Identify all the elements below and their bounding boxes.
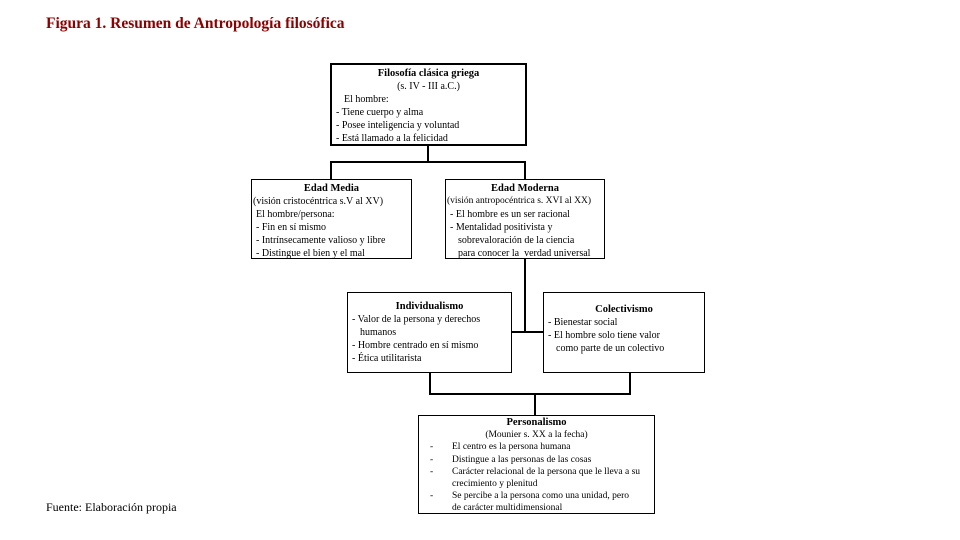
bullet-text: Se percibe a la persona como una unidad,… [452,491,630,502]
box-heading: Individualismo [395,301,464,312]
connector-merge-horizontal [429,393,631,395]
bullet-line: - Está llamado a la felicidad [336,133,448,144]
box-heading: Filosofía clásica griega [377,68,480,79]
connector-stub-to-personalismo [534,393,536,415]
dash-marker: - [430,454,434,465]
box-subheading: (Mounier s. XX a la fecha) [485,430,588,441]
box-heading: Edad Media [303,183,360,194]
connector-bridge-horizontal [512,331,543,333]
bullet-continuation-line: humanos [360,327,397,338]
bullet-line: - Tiene cuerpo y alma [336,107,424,118]
bullet-line: - Distingue el bien y el mal [256,248,365,259]
connector-split-horizontal [330,161,526,163]
bullet-line: - El centro es la persona humana [419,441,654,453]
bullet-continuation-line: para conocer la verdad universal [458,248,591,259]
bullet-line: - Posee inteligencia y voluntad [336,120,460,131]
box-edad-media: Edad Media (visión cristocéntrica s.V al… [251,179,412,259]
bullet-line: - Hombre centrado en sí mismo [352,340,479,351]
box-personalismo: Personalismo (Mounier s. XX a la fecha) … [418,415,655,514]
connector-drop-to-edad-moderna [524,161,526,179]
connector-drop-from-colectivismo [629,372,631,395]
bullet-continuation-line: de carácter multidimensional [419,502,654,514]
bullet-text: Distingue a las personas de las cosas [452,454,592,465]
box-heading: Colectivismo [595,304,653,315]
box-edad-moderna: Edad Moderna (visión antropocéntrica s. … [445,179,605,259]
box-text-line: El hombre: [344,94,389,105]
bullet-line: - Distingue a las personas de las cosas [419,454,654,466]
bullet-text: Carácter relacional de la persona que le… [452,466,641,477]
dash-marker: - [430,466,434,477]
box-individualismo: Individualismo - Valor de la persona y d… [347,292,512,373]
box-subheading: (s. IV - III a.C.) [397,81,460,92]
bullet-text: El centro es la persona humana [452,442,571,453]
bullet-line: - El hombre es un ser racional [450,209,570,220]
box-heading: Edad Moderna [491,183,559,194]
box-filosofia-clasica-griega: Filosofía clásica griega (s. IV - III a.… [330,63,527,146]
connector-drop-to-edad-media [330,161,332,179]
dash-marker: - [430,442,434,453]
bullet-line: - Mentalidad positivista y [450,222,553,233]
box-text-line: El hombre/persona: [256,209,335,220]
connector-stub-from-filosofia [427,144,429,163]
box-colectivismo: Colectivismo - Bienestar social - El hom… [543,292,705,373]
bullet-text: crecimiento y plenitud [452,478,538,489]
bullet-continuation-line: crecimiento y plenitud [419,478,654,490]
box-subheading: (visión antropocéntrica s. XVI al XX) [447,196,592,206]
bullet-continuation-line: como parte de un colectivo [556,343,665,354]
box-heading: Personalismo [506,417,567,428]
source-note: Fuente: Elaboración propia [46,500,177,514]
bullet-line: - Ética utilitarista [352,353,422,364]
bullet-line: - Fin en sí mismo [256,222,327,233]
bullet-line: - Bienestar social [548,317,618,328]
figure-title: Figura 1. Resumen de Antropología filosó… [46,15,345,32]
connector-stub-from-edad-moderna [524,257,526,333]
bullet-line: - El hombre solo tiene valor [548,330,660,341]
bullet-line: - Se percibe a la persona como una unidad… [419,490,654,502]
bullet-continuation-line: sobrevaloración de la ciencia [458,235,575,246]
bullet-line: - Valor de la persona y derechos [352,314,481,325]
bullet-text: de carácter multidimensional [452,503,563,514]
connector-drop-from-individualismo [429,372,431,395]
box-subheading: (visión cristocéntrica s.V al XV) [253,196,384,207]
bullet-line: - Carácter relacional de la persona que l… [419,466,654,478]
dash-marker: - [430,491,434,502]
bullet-line: - Intrínsecamente valioso y libre [256,235,386,246]
